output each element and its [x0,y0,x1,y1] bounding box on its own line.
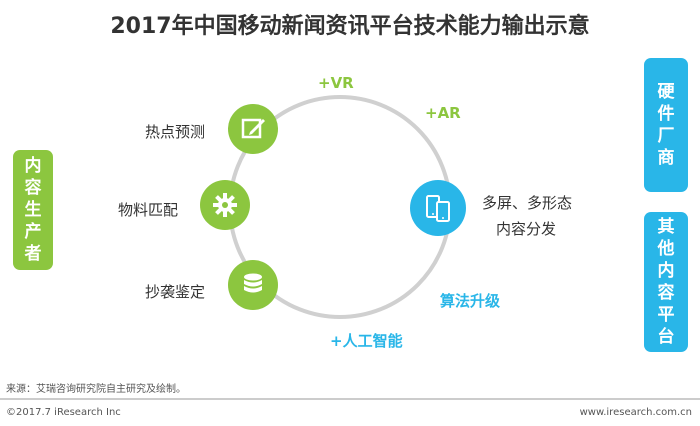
footer-url: www.iresearch.com.cn [579,407,692,418]
footer-divider [0,398,700,400]
content-producer-label: 内容生产者 [24,156,42,264]
other-platform-box: 其他内容平台 [644,212,688,352]
page-title: 2017年中国移动新闻资讯平台技术能力输出示意 [110,14,590,39]
plagiarism-detection-label: 抄袭鉴定 [145,283,206,301]
material-matching-node [200,180,250,230]
vr-tag: +VR [318,74,354,92]
hot-prediction-label: 热点预测 [145,123,206,141]
other-platform-label: 其他内容平台 [657,217,675,347]
hardware-vendor-label: 硬件厂商 [657,82,675,168]
distribution-label-line2: 内容分发 [496,220,557,238]
algorithm-upgrade-tag: 算法升级 [440,292,501,310]
material-matching-label: 物料匹配 [118,201,179,219]
hot-prediction-node [228,104,278,154]
ai-tag: +人工智能 [330,332,403,350]
plagiarism-detection-node [228,260,278,310]
distribution-label-line1: 多屏、多形态 [482,194,573,212]
hardware-vendor-box: 硬件厂商 [644,58,688,192]
database-icon [244,273,262,293]
distribution-node [410,180,466,236]
ar-tag: +AR [425,104,461,122]
edit-icon [241,118,265,139]
source-note: 来源：艾瑞咨询研究院自主研究及绘制。 [6,384,186,395]
devices-icon [426,195,450,222]
footer-copyright: ©2017.7 iResearch Inc [6,407,121,418]
gear-icon [213,193,237,217]
content-producer-box: 内容生产者 [13,150,53,270]
